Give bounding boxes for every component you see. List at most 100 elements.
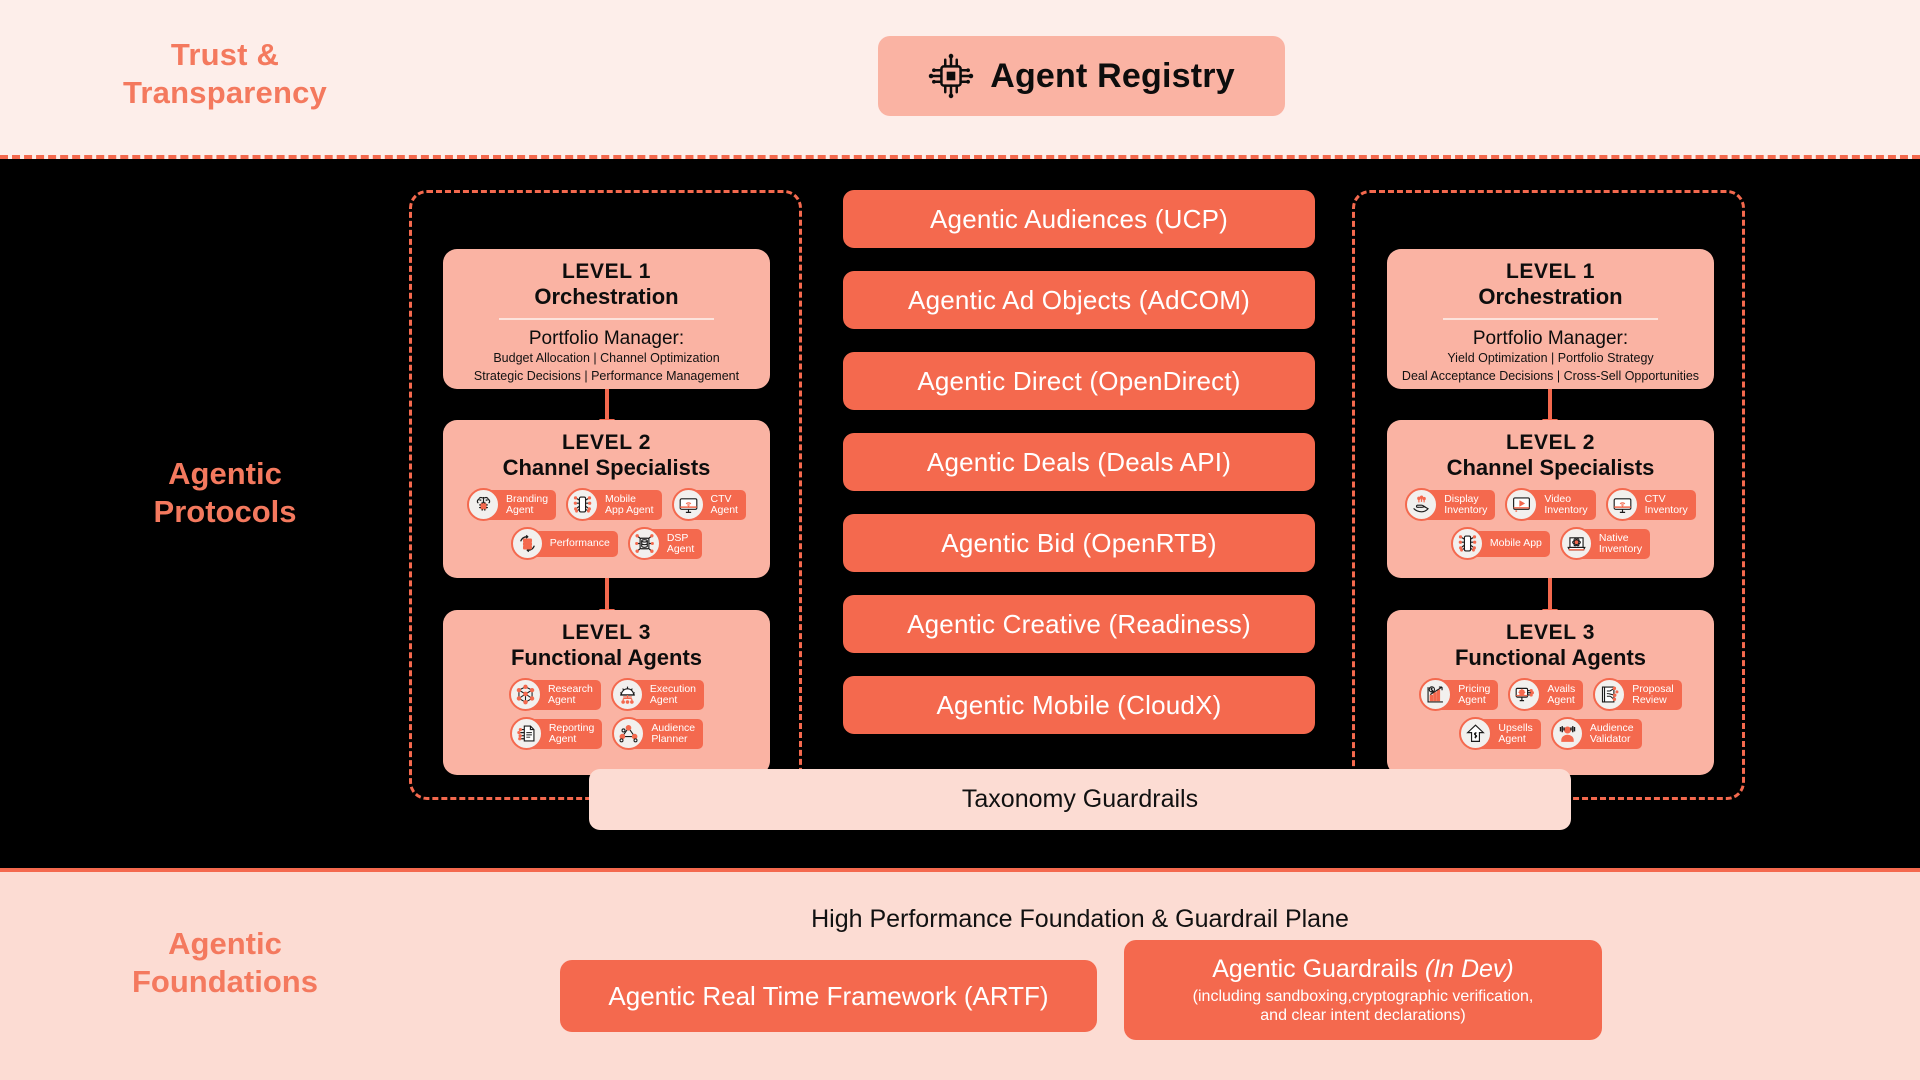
protocol-label: Agentic Deals (Deals API) xyxy=(926,446,1232,477)
left-level1-role: Portfolio Manager: xyxy=(528,327,685,349)
right-level1-line-2: Deal Acceptance Decisions | Cross-Sell O… xyxy=(1401,368,1700,383)
microchip-icon xyxy=(928,53,974,99)
right-level2-row-1: Display Inventory Video Inventory CTV Inve… xyxy=(1401,488,1700,522)
agent-chip-mobile-app-agent[interactable]: Mobile App Agent xyxy=(566,488,662,522)
right-level3-row-1: Pricing Agent Avails Agent Proposal Review xyxy=(1401,678,1700,712)
right-level1-panel[interactable]: LEVEL 1 Orchestration Portfolio Manager:… xyxy=(1387,249,1714,389)
right-level1-title: Orchestration xyxy=(1478,283,1623,309)
agent-chip-ctv-inventory[interactable]: CTV Inventory xyxy=(1605,488,1696,522)
connector-right-l1-l2 xyxy=(1542,388,1558,429)
agent-chip-display-inventory[interactable]: Display Inventory xyxy=(1405,488,1496,522)
agent-chip-audience-validator[interactable]: Audience Validator xyxy=(1550,717,1642,751)
guardrails-subtitle: (including sandboxing,cryptographic veri… xyxy=(1192,987,1534,1024)
left-level3-row-1: Research Agent Execution Agent xyxy=(457,678,756,712)
right-level3-badge: LEVEL 3 xyxy=(1505,621,1595,644)
left-level1-panel[interactable]: LEVEL 1 Orchestration Portfolio Manager:… xyxy=(443,249,770,389)
connector-right-l2-l3 xyxy=(1542,578,1558,619)
agent-chip-avails-agent[interactable]: Avails Agent xyxy=(1508,678,1584,712)
left-level2-row-2: Performance DSP Agent xyxy=(457,527,756,561)
right-level1-role: Portfolio Manager: xyxy=(1472,327,1629,349)
connector-left-l1-l2 xyxy=(599,388,615,429)
right-level2-row-2: Mobile App Native Inventory xyxy=(1401,527,1700,561)
protocol-bar-5[interactable]: Agentic Bid (OpenRTB) xyxy=(843,514,1315,572)
brain-chip-icon xyxy=(467,488,501,522)
agent-chip-proposal-review[interactable]: Proposal Review xyxy=(1593,678,1682,712)
agent-chip-reporting-agent[interactable]: Reporting Agent xyxy=(509,717,603,751)
protocol-label: Agentic Creative (Readiness) xyxy=(907,608,1251,639)
mobile-network-icon xyxy=(1450,527,1484,561)
network-graph-icon xyxy=(508,678,542,712)
right-level2-badge: LEVEL 2 xyxy=(1505,431,1595,454)
server-refresh-icon xyxy=(510,527,544,561)
protocol-label: Agentic Mobile (CloudX) xyxy=(936,689,1222,720)
protocol-bar-3[interactable]: Agentic Direct (OpenDirect) xyxy=(843,352,1315,410)
agent-chip-native-inventory[interactable]: Native Inventory xyxy=(1559,527,1651,561)
top-divider xyxy=(0,155,1920,159)
left-level1-badge: LEVEL 1 xyxy=(561,260,651,283)
taxonomy-guardrails-bar[interactable]: Taxonomy Guardrails xyxy=(589,769,1571,830)
person-data-icon xyxy=(1550,717,1584,751)
agent-chip-research-agent[interactable]: Research Agent xyxy=(508,678,601,712)
arrow-up-dollar-icon xyxy=(1459,717,1493,751)
protocol-bar-6[interactable]: Agentic Creative (Readiness) xyxy=(843,595,1315,653)
agent-chip-ctv-agent[interactable]: CTV Agent xyxy=(671,488,746,522)
agent-chip-execution-agent[interactable]: Execution Agent xyxy=(610,678,705,712)
book-circuit-icon xyxy=(1593,678,1627,712)
agent-chip-pricing-agent[interactable]: Pricing Agent xyxy=(1419,678,1499,712)
agent-chip-dsp-agent[interactable]: DSP Agent xyxy=(627,527,703,561)
protocol-label: Agentic Ad Objects (AdCOM) xyxy=(908,284,1250,315)
mobile-network-icon xyxy=(566,488,600,522)
agent-chip-performance[interactable]: Performance xyxy=(510,527,618,561)
laptop-atom-icon xyxy=(1559,527,1593,561)
left-level2-panel[interactable]: LEVEL 2 Channel Specialists Branding Age… xyxy=(443,420,770,578)
protocol-bar-1[interactable]: Agentic Audiences (UCP) xyxy=(843,190,1315,248)
left-level1-line-2: Strategic Decisions | Performance Manage… xyxy=(473,368,740,383)
right-level2-panel[interactable]: LEVEL 2 Channel Specialists Display Inve… xyxy=(1387,420,1714,578)
guardrails-title: Agentic Guardrails (In Dev) xyxy=(1212,955,1514,983)
divider xyxy=(1442,317,1659,320)
people-network-icon xyxy=(612,717,646,751)
tv-wifi-icon xyxy=(1605,488,1639,522)
left-level2-badge: LEVEL 2 xyxy=(561,431,651,454)
left-level2-title: Channel Specialists xyxy=(502,454,711,480)
protocol-bar-2[interactable]: Agentic Ad Objects (AdCOM) xyxy=(843,271,1315,329)
tv-wifi-icon xyxy=(671,488,705,522)
right-level1-badge: LEVEL 1 xyxy=(1505,260,1595,283)
right-level3-row-2: Upsells Agent Audience Validator xyxy=(1401,717,1700,751)
artf-box[interactable]: Agentic Real Time Framework (ARTF) xyxy=(560,960,1097,1032)
monitor-gear-icon xyxy=(1508,678,1542,712)
agent-chip-audience-planner[interactable]: Audience Planner xyxy=(612,717,704,751)
database-nodes-icon xyxy=(627,527,661,561)
agent-registry-pill[interactable]: Agent Registry xyxy=(878,36,1285,116)
hand-signal-icon xyxy=(1405,488,1439,522)
protocol-bar-7[interactable]: Agentic Mobile (CloudX) xyxy=(843,676,1315,734)
agent-chip-mobile-app[interactable]: Mobile App xyxy=(1450,527,1550,561)
left-level1-line-1: Budget Allocation | Channel Optimization xyxy=(493,351,720,366)
guardrails-status-badge: (In Dev) xyxy=(1424,954,1514,983)
right-level3-title: Functional Agents xyxy=(1454,644,1647,670)
left-level3-row-2: Reporting Agent Audience Planner xyxy=(457,717,756,751)
guardrails-title-main: Agentic Guardrails xyxy=(1212,954,1425,983)
band-label-trust-transparency: Trust &Transparency xyxy=(122,37,327,110)
agent-chip-upsells-agent[interactable]: Upsells Agent xyxy=(1459,717,1541,751)
artf-label: Agentic Real Time Framework (ARTF) xyxy=(608,980,1049,1011)
protocol-label: Agentic Audiences (UCP) xyxy=(930,203,1228,234)
foundation-plane-title: High Performance Foundation & Guardrail … xyxy=(811,905,1349,933)
left-level3-badge: LEVEL 3 xyxy=(561,621,651,644)
connector-left-l2-l3 xyxy=(599,578,615,619)
protocol-label: Agentic Direct (OpenDirect) xyxy=(917,365,1241,396)
agent-chip-branding-agent[interactable]: Branding Agent xyxy=(467,488,557,522)
bottom-divider xyxy=(0,868,1920,873)
right-level2-title: Channel Specialists xyxy=(1446,454,1655,480)
protocol-bar-4[interactable]: Agentic Deals (Deals API) xyxy=(843,433,1315,491)
left-level3-panel[interactable]: LEVEL 3 Functional Agents Research Agent… xyxy=(443,610,770,775)
protocol-label: Agentic Bid (OpenRTB) xyxy=(941,527,1217,558)
agent-chip-video-inventory[interactable]: Video Inventory xyxy=(1505,488,1596,522)
document-circuit-icon xyxy=(509,717,543,751)
left-level2-row-1: Branding Agent Mobile App Agent CTV Agent xyxy=(457,488,756,522)
agentic-guardrails-box[interactable]: Agentic Guardrails (In Dev) (including s… xyxy=(1124,940,1602,1040)
